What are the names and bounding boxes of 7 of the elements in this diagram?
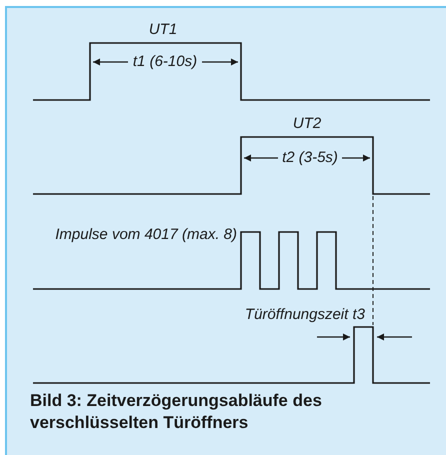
duration-label: t2 (3-5s) xyxy=(281,148,339,168)
caption: Bild 3: Zeitverzögerungsabläufe des verschlüsselten Türöffners xyxy=(30,390,323,434)
signal-name: UT2 xyxy=(292,114,322,134)
signal-name: UT1 xyxy=(148,20,178,40)
signal-name: Türöffnungszeit t3 xyxy=(244,305,366,325)
signal-name: Impulse vom 4017 (max. 8) xyxy=(54,225,238,245)
duration-label: t1 (6-10s) xyxy=(132,52,198,72)
